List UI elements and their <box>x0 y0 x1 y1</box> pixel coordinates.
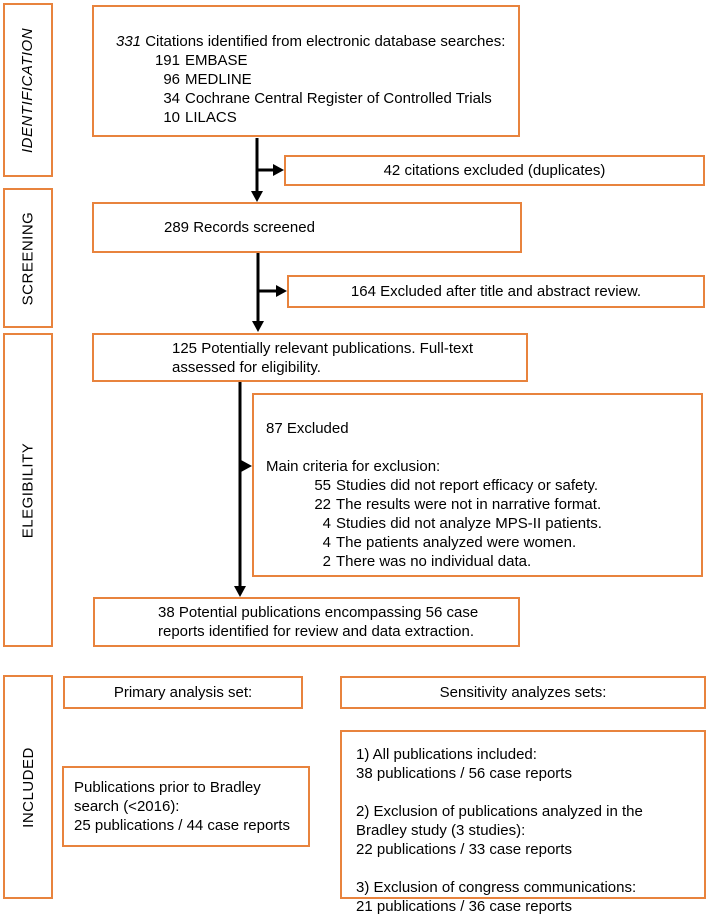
criteria-text: The results were not in narrative format… <box>336 496 602 513</box>
source-count: 34 <box>163 90 180 107</box>
sensitivity-header-text: Sensitivity analyzes sets: <box>439 684 607 701</box>
citations-lead-line: 331 Citations identified from electronic… <box>116 32 510 51</box>
sensitivity-header-box: Sensitivity analyzes sets: <box>340 676 706 709</box>
criteria-text: Studies did not report efficacy or safet… <box>336 477 599 494</box>
source-name: Cochrane Central Register of Controlled … <box>185 90 492 107</box>
source-row-cochrane: 34 Cochrane Central Register of Controll… <box>146 89 510 108</box>
sensitivity-group-2-result: 22 publications / 33 case reports <box>356 841 572 858</box>
final-publications-box: 38 Potential publications encompassing 5… <box>93 597 520 647</box>
fulltext-line-1: 125 Potentially relevant publications. F… <box>172 339 473 357</box>
citations-identified-box: 331 Citations identified from electronic… <box>92 5 520 137</box>
citations-lead-text: Citations identified from electronic dat… <box>141 33 506 50</box>
title-abstract-excluded-box: 164 Excluded after title and abstract re… <box>287 275 705 308</box>
source-count: 96 <box>163 71 180 88</box>
arrow-screened-to-fulltext <box>252 253 264 332</box>
primary-analysis-content-box: Publications prior to Bradley search (<2… <box>62 766 310 847</box>
primary-line-3: 25 publications / 44 case reports <box>74 817 290 834</box>
source-count: 10 <box>163 109 180 126</box>
records-screened-text: 289 Records screened <box>164 219 315 236</box>
excluded-87-box: 87 Excluded Main criteria for exclusion:… <box>252 393 703 577</box>
primary-line-2: search (<2016): <box>74 798 180 815</box>
exclusion-criteria-list: 55 Studies did not report efficacy or sa… <box>309 476 693 571</box>
title-abstract-excluded-text: 164 Excluded after title and abstract re… <box>350 283 642 300</box>
criteria-row: 22 The results were not in narrative for… <box>309 495 693 514</box>
sensitivity-group-2: 2) Exclusion of publications analyzed in… <box>356 802 696 859</box>
duplicates-excluded-text: 42 citations excluded (duplicates) <box>383 162 606 179</box>
arrow-branch-title-abstract <box>257 285 287 297</box>
sensitivity-group-3: 3) Exclusion of congress communications:… <box>356 878 696 916</box>
exclusion-criteria-heading: Main criteria for exclusion: <box>266 458 441 475</box>
arrow-fulltext-to-final <box>234 382 246 597</box>
criteria-count: 2 <box>322 553 331 570</box>
arrow-citations-to-screened <box>251 138 263 202</box>
excluded-87-title: 87 Excluded <box>266 420 349 437</box>
criteria-count: 55 <box>314 477 331 494</box>
sensitivity-group-3-result: 21 publications / 36 case reports <box>356 898 572 915</box>
final-line-1: 38 Potential publications encompassing 5… <box>158 604 479 621</box>
criteria-count: 4 <box>322 534 331 551</box>
duplicates-excluded-box: 42 citations excluded (duplicates) <box>284 155 705 186</box>
stage-identification-label: IDENTIFICATION <box>19 27 37 153</box>
source-count: 191 <box>154 52 180 69</box>
sensitivity-group-1-label: 1) All publications included: <box>356 746 537 763</box>
fulltext-assessed-box: 125 Potentially relevant publications. F… <box>92 333 528 382</box>
criteria-count: 4 <box>322 515 331 532</box>
criteria-text: The patients analyzed were women. <box>336 534 577 551</box>
stage-included: INCLUDED <box>3 675 53 899</box>
citations-source-list: 191 EMBASE 96 MEDLINE 34 Cochrane Centra… <box>146 51 510 127</box>
criteria-row: 4 The patients analyzed were women. <box>309 533 693 552</box>
records-screened-box: 289 Records screened <box>92 202 522 253</box>
sensitivity-group-2-label: 2) Exclusion of publications analyzed in… <box>356 803 643 820</box>
criteria-text: There was no individual data. <box>336 553 532 570</box>
stage-identification: IDENTIFICATION <box>3 3 53 177</box>
source-row-medline: 96 MEDLINE <box>146 70 510 89</box>
sensitivity-group-2-label2: Bradley study (3 studies): <box>356 822 526 839</box>
stage-included-label: INCLUDED <box>19 746 37 828</box>
source-name: MEDLINE <box>185 71 252 88</box>
sensitivity-group-1-result: 38 publications / 56 case reports <box>356 765 572 782</box>
stage-elegibility: ELEGIBILITY <box>3 333 53 647</box>
primary-line-1: Publications prior to Bradley <box>74 779 261 796</box>
stage-elegibility-label: ELEGIBILITY <box>19 442 37 538</box>
primary-analysis-header-text: Primary analysis set: <box>113 684 253 701</box>
fulltext-line-2: assessed for eligibility. <box>172 358 321 376</box>
arrow-branch-excluded87 <box>239 460 252 472</box>
stage-screening: SCREENING <box>3 188 53 328</box>
source-row-embase: 191 EMBASE <box>146 51 510 70</box>
source-name: LILACS <box>185 109 237 126</box>
primary-analysis-header-box: Primary analysis set: <box>63 676 303 709</box>
criteria-row: 4 Studies did not analyze MPS-II patient… <box>309 514 693 533</box>
arrow-branch-duplicates <box>256 164 284 176</box>
citations-total-count: 331 <box>116 33 142 50</box>
criteria-row: 2 There was no individual data. <box>309 552 693 571</box>
sensitivity-group-1: 1) All publications included: 38 publica… <box>356 745 696 783</box>
final-line-2: reports identified for review and data e… <box>158 623 475 640</box>
source-row-lilacs: 10 LILACS <box>146 108 510 127</box>
criteria-text: Studies did not analyze MPS-II patients. <box>336 515 602 532</box>
stage-screening-label: SCREENING <box>19 211 37 305</box>
source-name: EMBASE <box>185 52 248 69</box>
sensitivity-group-3-label: 3) Exclusion of congress communications: <box>356 879 637 896</box>
sensitivity-content-box: 1) All publications included: 38 publica… <box>340 730 706 915</box>
criteria-count: 22 <box>314 496 331 513</box>
criteria-row: 55 Studies did not report efficacy or sa… <box>309 476 693 495</box>
